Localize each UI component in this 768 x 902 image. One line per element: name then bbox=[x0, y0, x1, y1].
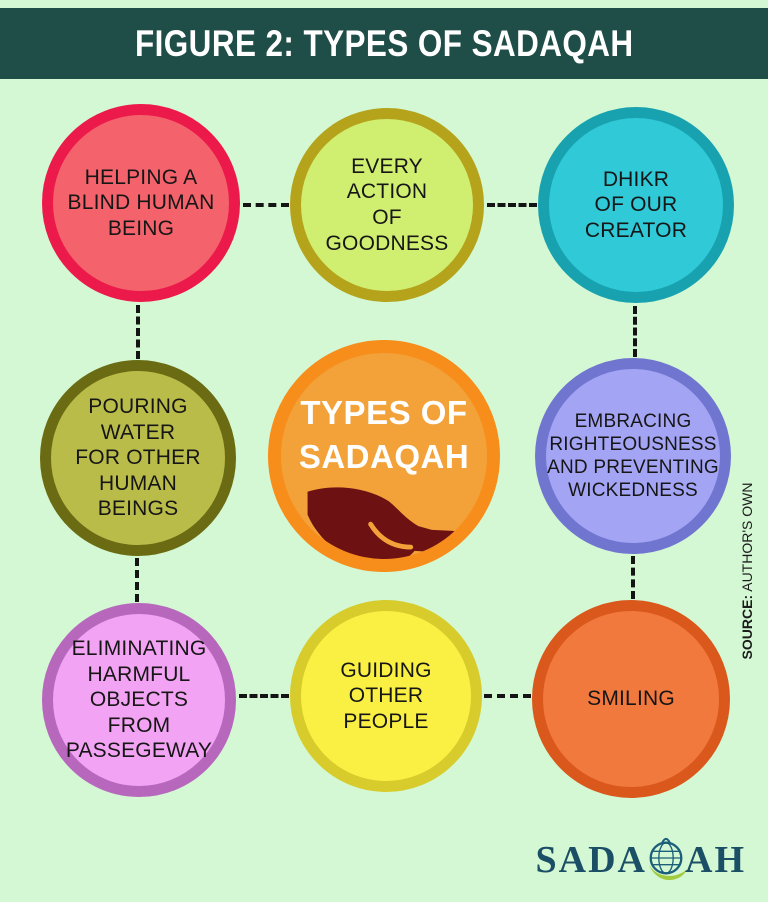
logo-text-right: AH bbox=[685, 838, 746, 881]
node-label: EMBRACING RIGHTEOUSNESS AND PREVENTING W… bbox=[547, 410, 719, 502]
connector-right-lower bbox=[631, 556, 635, 599]
logo-text-left: SADA bbox=[535, 838, 647, 881]
center-node-types-of-sadaqah: TYPES OF SADAQAH bbox=[268, 340, 500, 572]
connector-bottom-left bbox=[239, 694, 289, 698]
connector-top-right bbox=[487, 203, 537, 207]
connector-top-left bbox=[243, 203, 289, 207]
node-label: EVERY ACTION OF GOODNESS bbox=[325, 154, 449, 255]
node-label: ELIMINATING HARMFUL OBJECTS FROM PASSEGE… bbox=[65, 636, 213, 763]
node-label: DHIKR OF OUR CREATOR bbox=[584, 167, 688, 242]
source-note-label: SOURCE: bbox=[739, 594, 755, 660]
node-guiding-other-people: GUIDING OTHER PEOPLE bbox=[290, 600, 482, 792]
source-note: SOURCE: AUTHOR'S OWN bbox=[739, 471, 757, 671]
node-helping-blind-human: HELPING A BLIND HUMAN BEING bbox=[42, 104, 240, 302]
node-pouring-water: POURING WATER FOR OTHER HUMAN BEINGS bbox=[40, 360, 236, 556]
figure-title: FIGURE 2: TYPES OF SADAQAH bbox=[134, 22, 634, 64]
connector-bottom-right bbox=[484, 694, 531, 698]
node-smiling: SMILING bbox=[532, 600, 730, 798]
connector-left-lower bbox=[135, 558, 139, 602]
node-label: HELPING A BLIND HUMAN BEING bbox=[67, 165, 215, 240]
node-eliminating-harmful-objects: ELIMINATING HARMFUL OBJECTS FROM PASSEGE… bbox=[42, 603, 236, 797]
node-label: SMILING bbox=[587, 687, 675, 711]
connector-left-upper bbox=[136, 305, 140, 359]
connector-right-upper bbox=[633, 306, 637, 357]
sadaqah-logo: SADA AH bbox=[536, 829, 746, 890]
logo-globe-icon bbox=[644, 833, 688, 890]
node-label: GUIDING OTHER PEOPLE bbox=[340, 658, 432, 733]
node-dhikr-of-creator: DHIKR OF OUR CREATOR bbox=[538, 107, 734, 303]
giving-hand-icon bbox=[298, 478, 470, 559]
source-note-text: AUTHOR'S OWN bbox=[739, 482, 755, 595]
node-embracing-righteousness: EMBRACING RIGHTEOUSNESS AND PREVENTING W… bbox=[535, 358, 731, 554]
node-label: POURING WATER FOR OTHER HUMAN BEINGS bbox=[75, 394, 201, 521]
node-every-action-of-goodness: EVERY ACTION OF GOODNESS bbox=[290, 108, 484, 302]
figure-header: FIGURE 2: TYPES OF SADAQAH bbox=[0, 8, 768, 79]
center-title: TYPES OF SADAQAH bbox=[298, 394, 470, 475]
